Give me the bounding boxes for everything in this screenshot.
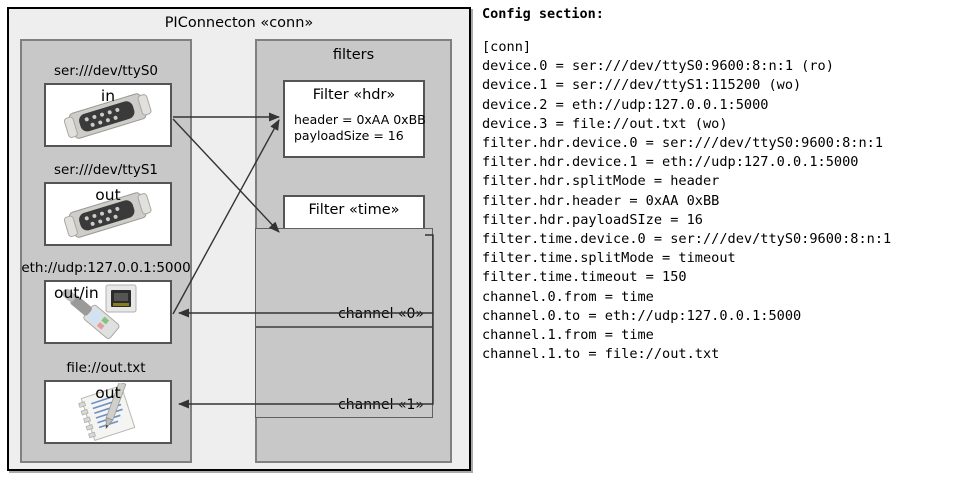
config-heading: Config section: <box>482 6 604 22</box>
device-label-ttyS1: ser:///dev/ttyS1 <box>54 162 158 178</box>
channel-label-0: channel «0» <box>338 306 424 322</box>
device-label-ttyS0: ser:///dev/ttyS0 <box>54 63 158 79</box>
channel-box-0[interactable]: channel «0» <box>255 228 433 327</box>
device-mode-file: out <box>95 384 121 402</box>
text-file-icon <box>46 382 170 442</box>
device-mode-eth: out/in <box>54 284 99 302</box>
filter-props-hdr: header = 0xAA 0xBB payloadSize = 16 <box>294 112 426 143</box>
device-label-file: file://out.txt <box>66 360 146 376</box>
device-box-file[interactable]: out <box>44 380 172 444</box>
device-box-ttyS0[interactable]: in <box>44 83 172 147</box>
serial-port-icon <box>46 85 170 145</box>
device-label-eth: eth://udp:127.0.0.1:5000 <box>21 260 191 276</box>
filter-box-hdr[interactable]: Filter «hdr» header = 0xAA 0xBB payloadS… <box>283 80 426 158</box>
filter-title-time: Filter «time» <box>308 202 400 218</box>
page-title: PIConnecton «conn» <box>164 15 314 31</box>
device-box-eth[interactable]: out/in <box>44 280 172 344</box>
connector-diagram: PIConnecton «conn» filters ser:///dev/tt… <box>7 7 471 471</box>
config-panel: Config section: [conn] device.0 = ser://… <box>482 6 960 364</box>
device-mode-ttyS1: out <box>95 186 121 204</box>
channel-box-1[interactable]: channel «1» <box>255 327 433 418</box>
filter-title-hdr: Filter «hdr» <box>312 87 396 103</box>
config-text: [conn] device.0 = ser:///dev/ttyS0:9600:… <box>482 39 892 363</box>
device-box-ttyS1[interactable]: out <box>44 182 172 246</box>
serial-port-icon <box>46 184 170 244</box>
channel-label-1: channel «1» <box>338 397 424 413</box>
device-mode-ttyS0: in <box>100 87 116 105</box>
filters-group-title: filters <box>332 47 375 63</box>
ethernet-plug-icon <box>46 282 170 342</box>
